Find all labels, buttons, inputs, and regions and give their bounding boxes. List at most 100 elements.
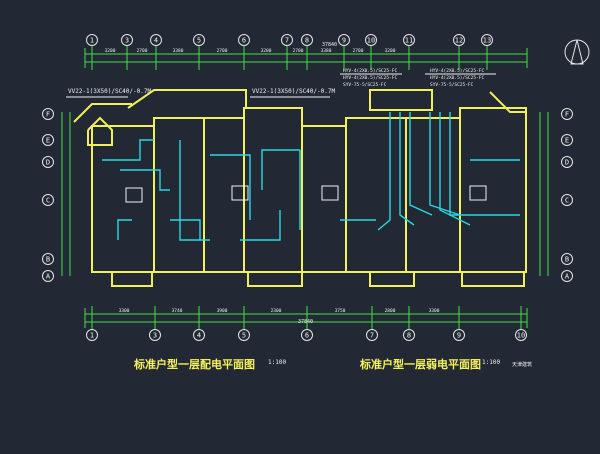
- axis-left-E-label: E: [46, 137, 50, 145]
- axis-right-A: A: [561, 270, 573, 282]
- bottom-dimension-segment: 3740: [172, 308, 183, 314]
- axis-bottom-9: 9: [453, 329, 465, 341]
- axis-top-8: 8: [301, 34, 313, 46]
- top-dimension-segment: 2700: [353, 48, 364, 54]
- bottom-dimension-segment: 2800: [385, 308, 396, 314]
- axis-right-D-label: D: [565, 159, 569, 167]
- bottom-dimension-segment: 3750: [335, 308, 346, 314]
- axis-right-B: B: [561, 253, 573, 265]
- top-dimension-segment: 3200: [385, 48, 396, 54]
- cable-label-left: VV22-1(3X50)/SC40/-0.7M: [68, 88, 152, 95]
- axis-bottom-1: 1: [86, 329, 98, 341]
- axis-top-6-label: 6: [242, 37, 246, 45]
- axis-top-9-label: 9: [342, 37, 346, 45]
- cable-label-group-right-2: HYV-4(2X0.5)/SC25-FC HYV-4(2X0.5)/SC25-F…: [430, 69, 485, 88]
- axis-bottom-3-label: 3: [153, 332, 157, 340]
- bottom-total-dimension: 37840: [298, 319, 313, 325]
- axis-top-7-label: 7: [285, 37, 289, 45]
- axis-left-F-label: F: [46, 111, 50, 119]
- bottom-dimension-segment: 3300: [429, 308, 440, 314]
- axis-top-12: 12: [453, 34, 465, 46]
- top-dimension-segment: 3200: [261, 48, 272, 54]
- axis-top-11-label: 11: [405, 37, 413, 45]
- axis-bottom-1-label: 1: [90, 332, 94, 340]
- cable-label-middle: VV22-1(3X50)/SC40/-0.7M: [252, 88, 336, 95]
- axis-bottom-8: 8: [403, 329, 415, 341]
- axis-left-B-label: B: [46, 256, 50, 264]
- axis-right-E-label: E: [565, 137, 569, 145]
- axis-right-F: F: [561, 108, 573, 120]
- axis-bottom-4: 4: [193, 329, 205, 341]
- axis-top-5: 5: [193, 34, 205, 46]
- top-dimension-segment: 2700: [137, 48, 148, 54]
- top-dimension-line: [84, 48, 528, 68]
- axis-top-10: 10: [365, 34, 377, 46]
- axis-right-E: E: [561, 134, 573, 146]
- top-dimension-segment: 3380: [173, 48, 184, 54]
- axis-bottom-6: 6: [301, 329, 313, 341]
- axis-top-1-label: 1: [90, 37, 94, 45]
- bottom-dimension-segment: 3300: [119, 308, 130, 314]
- electrical-wiring: [102, 112, 520, 241]
- axis-bottom-6-label: 6: [305, 332, 309, 340]
- axis-left-C: C: [42, 194, 54, 206]
- top-total-dimension: 37840: [322, 42, 337, 48]
- note-label: 天津建筑: [512, 362, 533, 368]
- title-left: 标准户型一层配电平面图: [134, 358, 255, 371]
- axis-bottom-3: 3: [149, 329, 161, 341]
- axis-left-C-label: C: [46, 197, 50, 205]
- axis-bottom-7: 7: [366, 329, 378, 341]
- axis-right-B-label: B: [565, 256, 569, 264]
- left-dimension-line: [61, 112, 71, 276]
- cable-label-group-right: HYV-4(2X0.5)/SC25-FC HYV-4(2X0.5)/SC25-F…: [343, 69, 398, 88]
- building-walls: [73, 89, 527, 287]
- axis-left-A-label: A: [46, 273, 51, 281]
- axis-top-13-label: 13: [483, 37, 491, 45]
- bottom-dimension-segment: 2300: [271, 308, 282, 314]
- axis-left-A: A: [42, 270, 54, 282]
- axis-top-4: 4: [150, 34, 162, 46]
- bottom-dimension-segment: 3900: [217, 308, 228, 314]
- top-dimension-segment: 2700: [293, 48, 304, 54]
- axis-right-F-label: F: [565, 111, 569, 119]
- axis-top-12-label: 12: [455, 37, 463, 45]
- axis-bottom-8-label: 8: [407, 332, 411, 340]
- axis-bottom-5-label: 5: [242, 332, 246, 340]
- axis-left-F: F: [42, 108, 54, 120]
- axis-bottom-10: 10: [515, 329, 527, 341]
- axis-right-C-label: C: [565, 197, 569, 205]
- axis-top-5-label: 5: [197, 37, 201, 45]
- bottom-dimension-line: [84, 308, 528, 328]
- stairs: [125, 185, 487, 203]
- cable-label-leaders: [66, 73, 496, 98]
- axis-top-6: 6: [238, 34, 250, 46]
- axis-bottom-7-label: 7: [370, 332, 374, 340]
- top-dimension-segment: 2700: [217, 48, 228, 54]
- axis-top-7: 7: [281, 34, 293, 46]
- north-arrow-icon: [564, 39, 590, 65]
- axis-right-D: D: [561, 156, 573, 168]
- axis-top-8-label: 8: [305, 37, 309, 45]
- axis-top-9: 9: [338, 34, 350, 46]
- axis-bottom-9-label: 9: [457, 332, 461, 340]
- axis-bottom-4-label: 4: [197, 332, 201, 340]
- top-dimension-segment: 3200: [105, 48, 116, 54]
- axis-right-C: C: [561, 194, 573, 206]
- top-dimension-segment: 3380: [321, 48, 332, 54]
- scale-left: 1:100: [268, 359, 287, 366]
- axis-top-3-label: 3: [125, 37, 129, 45]
- right-dimension-line: [539, 112, 549, 276]
- axis-top-10-label: 10: [367, 37, 375, 45]
- axis-right-A-label: A: [565, 273, 570, 281]
- axis-top-3: 3: [121, 34, 133, 46]
- axis-top-13: 13: [481, 34, 493, 46]
- axis-left-B: B: [42, 253, 54, 265]
- axis-bottom-5: 5: [238, 329, 250, 341]
- axis-top-1: 1: [86, 34, 98, 46]
- axis-left-D: D: [42, 156, 54, 168]
- axis-left-D-label: D: [46, 159, 50, 167]
- axis-bottom-10-label: 10: [517, 332, 525, 340]
- axis-top-11: 11: [403, 34, 415, 46]
